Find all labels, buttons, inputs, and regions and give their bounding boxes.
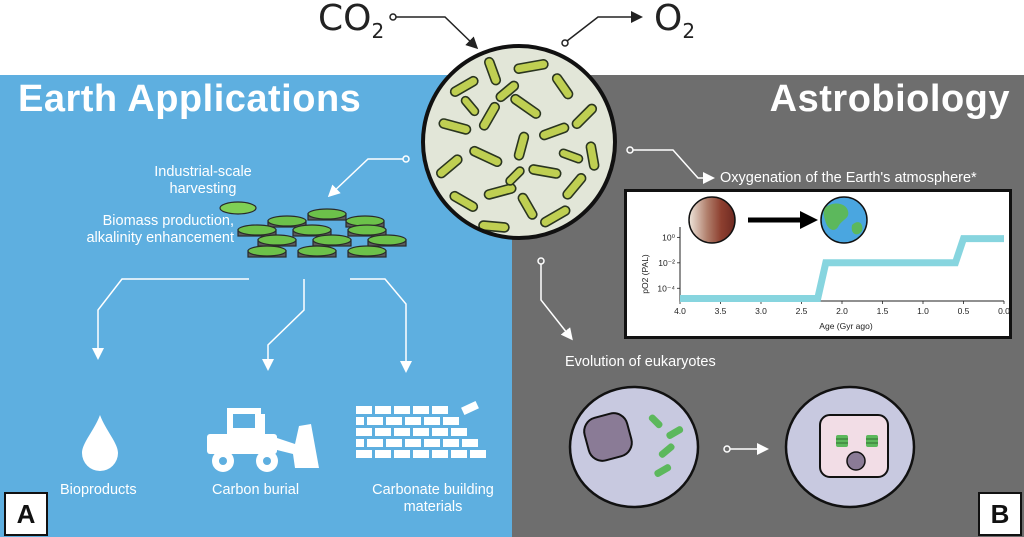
harvest-arrow-dot	[402, 155, 410, 163]
x-tick-label: 2.5	[796, 306, 808, 316]
biomass-label: Biomass production, alkalinity enhanceme…	[86, 213, 234, 246]
co2-arrow-dot	[389, 13, 397, 21]
droplet-icon	[82, 415, 118, 471]
harvesting-label: Industrial-scale harvesting	[154, 164, 252, 197]
carbonate-arrow	[350, 278, 412, 373]
cyanobacterium	[658, 443, 675, 458]
endosymbiosis-arrow-dot	[723, 445, 731, 453]
cyanobacterium	[648, 414, 663, 429]
ancient-earth-icon	[688, 196, 736, 244]
oxygenation-arrow-dot	[626, 146, 634, 154]
carbon-burial-arrow	[262, 279, 305, 371]
oxygen-history-line	[680, 235, 1004, 302]
cyanobacteria-micrograph	[421, 44, 617, 240]
y-tick-label: 10⁻²	[658, 258, 675, 268]
x-tick-label: 1.5	[877, 306, 889, 316]
o2-arrow	[566, 11, 643, 42]
co2-label: CO2	[318, 0, 385, 43]
panel-a-badge: A	[4, 492, 48, 536]
bioproducts-arrow	[92, 278, 249, 360]
panel-b-badge: B	[978, 492, 1022, 536]
oxygenation-arrow	[633, 149, 715, 184]
y-tick-label: 10⁻⁴	[657, 283, 675, 293]
earth-applications-title: Earth Applications	[18, 78, 362, 120]
eukaryote-label: Evolution of eukaryotes	[565, 354, 716, 370]
brick-wall-icon	[356, 400, 486, 458]
oxygenation-label: Oxygenation of the Earth's atmosphere*	[720, 170, 977, 186]
x-tick-label: 3.5	[715, 306, 727, 316]
chloroplast	[836, 435, 848, 447]
x-tick-label: 1.0	[917, 306, 929, 316]
chloroplast	[866, 435, 878, 447]
cyanobacterium	[654, 464, 672, 477]
raceway-pond-array-icon	[219, 201, 407, 258]
y-axis-label: pO2 (PAL)	[640, 254, 650, 294]
x-axis-label: Age (Gyr ago)	[819, 321, 873, 331]
eukaryote-cell-body	[819, 414, 889, 478]
bioproducts-label: Bioproducts	[60, 482, 137, 498]
oxygenation-chart: 4.0 3.5 3.0 2.5 2.0 1.5 1.0 0.5 0.0 10⁰ 10⁻² 10⁻⁴ p…	[640, 196, 1010, 331]
carbon-burial-label: Carbon burial	[212, 482, 300, 498]
carbonate-label: Carbonate building materials	[372, 482, 494, 515]
host-nucleus	[583, 412, 633, 462]
modern-earth-icon	[820, 196, 868, 244]
prokaryote-host-cell	[568, 385, 700, 509]
harvest-arrow	[327, 158, 403, 198]
eukaryote-cell	[784, 385, 916, 509]
o2-arrow-dot	[561, 39, 569, 47]
cyanobacterium	[666, 426, 684, 439]
bulldozer-icon	[207, 408, 319, 472]
x-tick-label: 2.0	[836, 306, 848, 316]
y-tick-label: 10⁰	[662, 232, 675, 242]
x-tick-label: 0.5	[958, 306, 970, 316]
x-tick-label: 3.0	[755, 306, 767, 316]
eukaryote-nucleus	[846, 451, 866, 471]
astrobiology-title: Astrobiology	[769, 78, 1010, 120]
eukaryote-arrow-dot	[537, 257, 545, 265]
x-tick-label: 4.0	[674, 306, 686, 316]
o2-label: O2	[654, 0, 696, 43]
x-tick-label: 0.0	[998, 306, 1010, 316]
eukaryote-arrow	[540, 264, 573, 341]
co2-arrow	[396, 16, 479, 50]
